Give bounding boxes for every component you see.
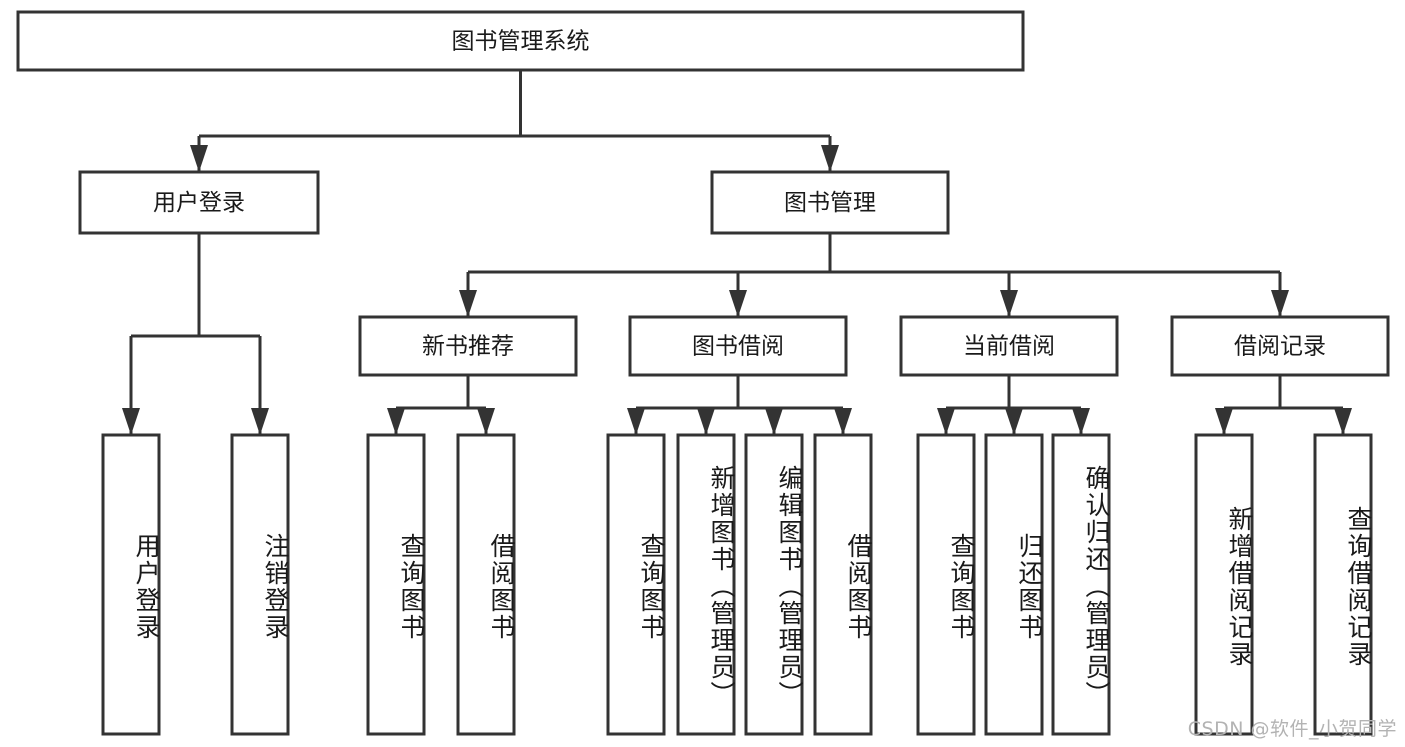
arrow-head-conn-book-manage-3 <box>1271 290 1289 317</box>
node-leaf-rec-search[interactable] <box>1313 433 1373 736</box>
arrow-head-conn-book-manage-0 <box>459 290 477 317</box>
node-leaf-rec-borrow[interactable] <box>456 433 516 736</box>
node-leaf-rec-query[interactable] <box>366 433 426 736</box>
node-label: 借阅记录 <box>1234 334 1326 360</box>
arrow-head-conn-root-0 <box>190 145 208 172</box>
arrow-head-conn-borrow-record-1 <box>1334 408 1352 435</box>
node-book-borrow[interactable] <box>628 315 848 377</box>
arrow-head-conn-borrow-record-0 <box>1215 408 1233 435</box>
arrow-head-conn-book-manage-1 <box>729 290 747 317</box>
node-leaf-cur-confirm[interactable] <box>1051 433 1111 736</box>
arrow-head-conn-user-login-1 <box>251 408 269 435</box>
node-book-manage[interactable] <box>710 170 950 235</box>
node-label: 当前借阅 <box>963 334 1055 360</box>
node-label: 图书管理系统 <box>452 29 590 55</box>
node-borrow-record[interactable] <box>1170 315 1390 377</box>
node-label: 图书借阅 <box>692 334 784 360</box>
node-user-login[interactable] <box>78 170 320 235</box>
arrow-head-conn-new-book-rec-0 <box>387 408 405 435</box>
node-label: 图书管理 <box>784 190 876 216</box>
node-label: 新书推荐 <box>422 334 514 360</box>
node-leaf-cur-query[interactable] <box>916 433 976 736</box>
node-current-borrow[interactable] <box>899 315 1119 377</box>
arrow-head-conn-current-borrow-0 <box>937 408 955 435</box>
node-leaf-user-login[interactable] <box>101 433 161 736</box>
node-new-book-rec[interactable] <box>358 315 578 377</box>
node-leaf-borrow-add[interactable] <box>676 433 736 736</box>
arrow-head-conn-new-book-rec-1 <box>477 408 495 435</box>
arrow-head-conn-user-login-0 <box>122 408 140 435</box>
node-leaf-borrow-query[interactable] <box>606 433 666 736</box>
arrow-head-conn-current-borrow-1 <box>1005 408 1023 435</box>
node-leaf-rec-add[interactable] <box>1194 433 1254 736</box>
arrow-head-conn-book-borrow-0 <box>627 408 645 435</box>
arrow-head-conn-book-manage-2 <box>1000 290 1018 317</box>
arrow-head-conn-book-borrow-2 <box>765 408 783 435</box>
arrow-head-conn-book-borrow-3 <box>834 408 852 435</box>
arrow-head-conn-current-borrow-2 <box>1072 408 1090 435</box>
arrow-head-conn-book-borrow-1 <box>697 408 715 435</box>
connector-edges-layer <box>122 70 1352 435</box>
arrow-head-conn-root-1 <box>821 145 839 172</box>
node-leaf-borrow-do[interactable] <box>813 433 873 736</box>
node-label: 用户登录 <box>153 190 245 216</box>
watermark-text: CSDN @软件_小贺同学 <box>1187 718 1397 740</box>
node-leaf-user-logout[interactable] <box>230 433 290 736</box>
node-root-root[interactable] <box>16 10 1025 72</box>
node-leaf-cur-return[interactable] <box>984 433 1044 736</box>
node-leaf-borrow-edit[interactable] <box>744 433 804 736</box>
